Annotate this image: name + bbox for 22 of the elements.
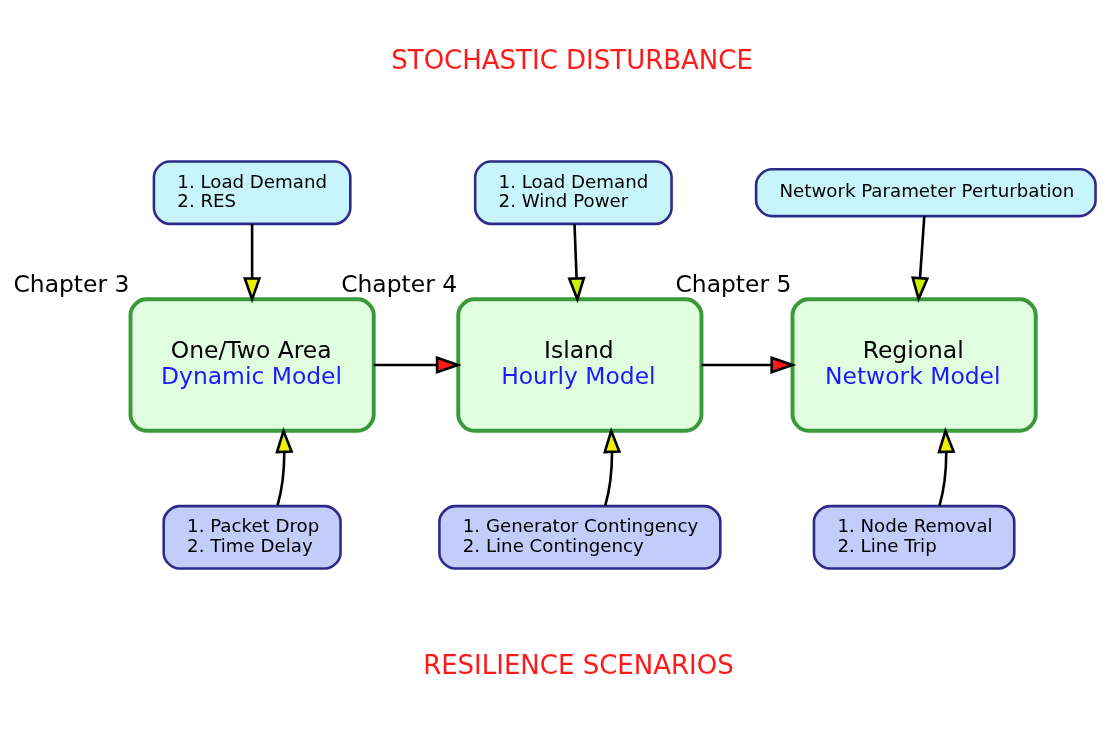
arrow [603, 426, 622, 506]
node-box: 1. Packet Drop 2. Time Delay [162, 504, 342, 570]
node-label: Chapter 3 [13, 269, 130, 298]
node-label: Chapter 4 [341, 269, 458, 298]
node-box: 1. Node Removal 2. Line Trip [812, 504, 1016, 570]
node-box: One/Two Area Dynamic Model [128, 296, 376, 433]
arrow [937, 426, 956, 506]
arrow [275, 426, 294, 506]
arrow [911, 215, 930, 303]
node-box: Regional Network Model [790, 296, 1038, 433]
arrow [373, 355, 462, 374]
node-label: Chapter 5 [675, 269, 792, 298]
node-box: 1. Load Demand 2. Wind Power [473, 159, 673, 225]
arrow [243, 223, 262, 303]
node-box: 1. Load Demand 2. RES [152, 159, 352, 225]
arrow [567, 223, 586, 303]
node-box: Island Hourly Model [456, 296, 704, 433]
label: RESILIENCE SCENARIOS [423, 649, 734, 680]
label: STOCHASTIC DISTURBANCE [391, 44, 753, 75]
node-box: 1. Generator Contingency 2. Line Contingency [438, 504, 722, 570]
node-box: Network Parameter Perturbation [754, 167, 1097, 217]
arrow [701, 355, 797, 374]
